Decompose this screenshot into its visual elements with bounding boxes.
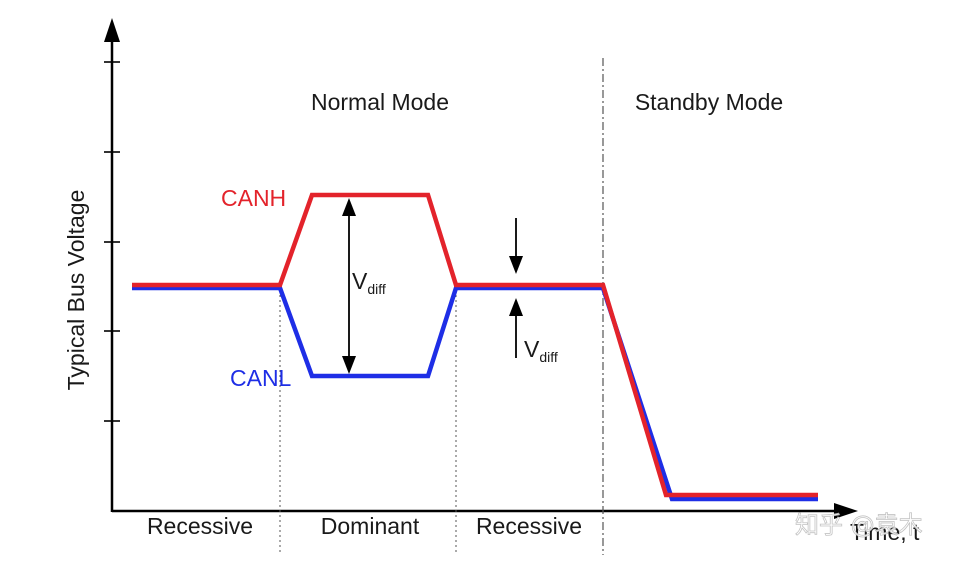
- state-recessive-2: Recessive: [476, 513, 582, 539]
- x-axis-label: Time, t: [850, 519, 920, 545]
- canh-trace: [132, 192, 818, 498]
- standby-mode-label: Standby Mode: [635, 89, 783, 115]
- canl-trace: [132, 285, 818, 502]
- state-dominant: Dominant: [321, 513, 420, 539]
- vdiff-dominant-arrow: [342, 198, 356, 374]
- y-axis-ticks: [104, 61, 120, 422]
- normal-mode-label: Normal Mode: [311, 89, 449, 115]
- y-axis-label: Typical Bus Voltage: [63, 190, 89, 391]
- canl-label: CANL: [230, 365, 292, 391]
- y-axis-arrowhead: [104, 18, 120, 42]
- vdiff-dominant-label: Vdiff: [352, 268, 386, 297]
- x-axis-arrowhead: [834, 503, 858, 519]
- state-recessive-1: Recessive: [147, 513, 253, 539]
- canh-label: CANH: [221, 185, 286, 211]
- vdiff-recessive-arrows: [509, 218, 523, 358]
- vdiff-recessive-label: Vdiff: [524, 336, 558, 365]
- watermark: 知乎 @袁木: [795, 511, 923, 539]
